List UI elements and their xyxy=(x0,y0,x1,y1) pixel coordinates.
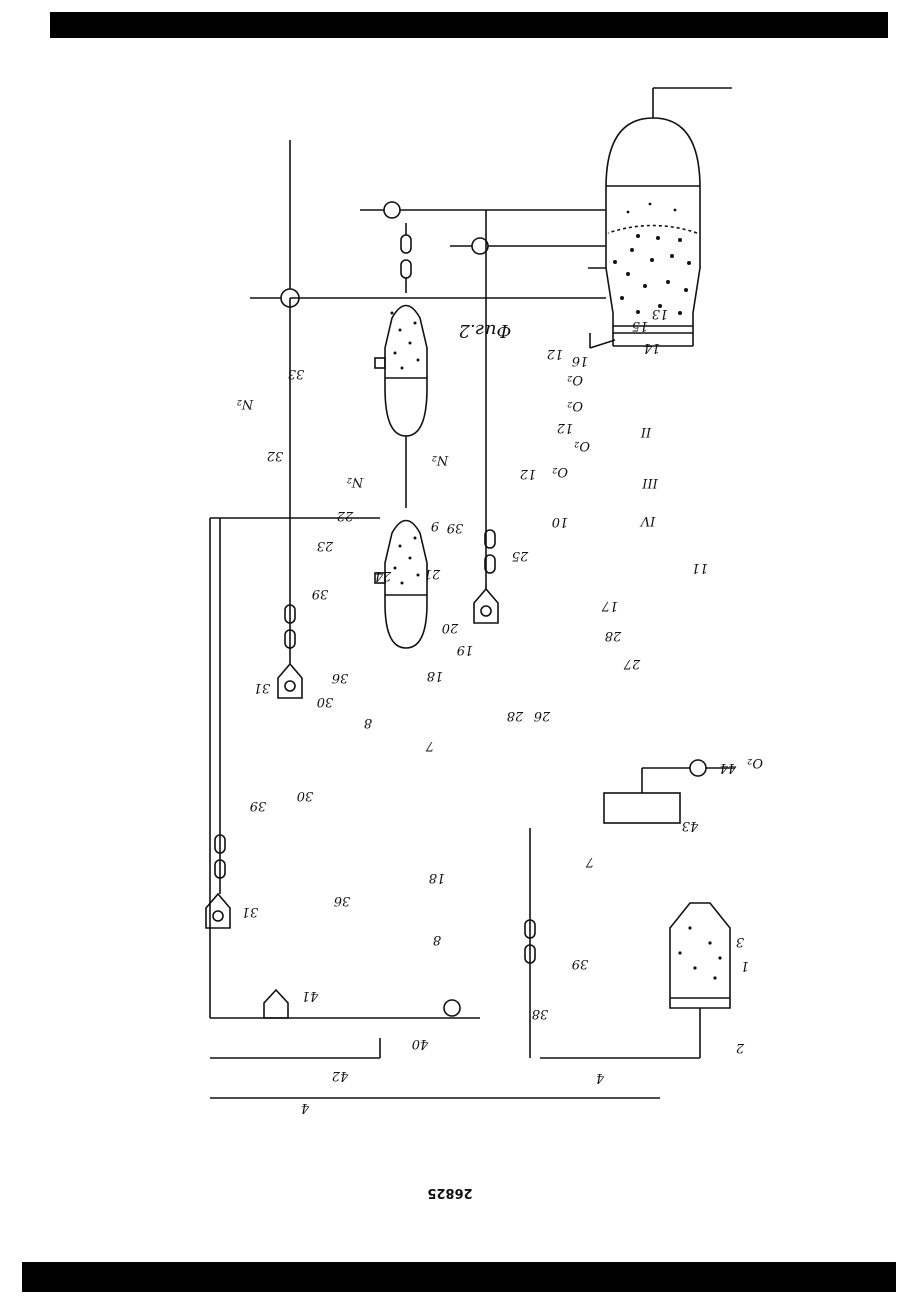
label-30b: 30 xyxy=(297,788,314,803)
compressor-44 xyxy=(690,760,706,776)
label-21: 21 xyxy=(424,566,442,581)
label-7a: 7 xyxy=(425,738,434,753)
label-43: 43 xyxy=(682,818,700,833)
label-n2c: N₂ xyxy=(237,396,255,411)
separator-25 xyxy=(474,589,498,623)
label-33: 33 xyxy=(288,366,305,381)
label-o2d: O₂ xyxy=(552,464,568,479)
label-n2a: N₂ xyxy=(432,452,450,467)
bottom-scan-border xyxy=(22,1262,896,1292)
label-36a: 36 xyxy=(332,670,349,685)
label-40: 40 xyxy=(412,1036,430,1051)
label-31b: 31 xyxy=(242,904,259,919)
mixer-43 xyxy=(604,793,680,823)
figure-label: Фиг.2 xyxy=(459,320,512,341)
label-8a: 8 xyxy=(364,715,372,730)
label-36b: 36 xyxy=(334,893,351,908)
vessel-18-upper xyxy=(375,306,427,437)
label-41: 41 xyxy=(302,988,320,1003)
label-39b: 39 xyxy=(312,586,329,601)
label-2: 2 xyxy=(736,1040,745,1055)
label-8b: 8 xyxy=(433,932,441,947)
catalyst-bed-dots xyxy=(613,203,691,315)
vessel-18-lower xyxy=(375,521,427,649)
label-18a: 18 xyxy=(427,668,444,683)
label-30a: 30 xyxy=(317,694,334,709)
zone-4: IV xyxy=(639,513,656,528)
label-7b: 7 xyxy=(585,854,594,869)
label-1: 1 xyxy=(741,958,749,973)
label-n2b: N₂ xyxy=(347,474,365,489)
feed-vessel-1 xyxy=(670,903,730,1008)
label-9: 9 xyxy=(431,518,439,533)
label-4a: 4 xyxy=(596,1070,605,1085)
label-27: 27 xyxy=(623,656,641,671)
label-12a: 12 xyxy=(547,346,564,361)
label-44: 44 xyxy=(720,760,738,775)
label-39d: 39 xyxy=(572,956,589,971)
label-o2c: O₂ xyxy=(574,438,590,453)
label-18b: 18 xyxy=(429,870,446,885)
separator-41 xyxy=(264,990,288,1018)
label-28a: 28 xyxy=(605,628,623,643)
label-24: 24 xyxy=(375,568,393,583)
label-42: 42 xyxy=(332,1068,350,1083)
label-31a: 31 xyxy=(254,680,271,695)
pump-40 xyxy=(444,1000,460,1016)
label-26: 26 xyxy=(534,708,552,723)
label-14: 14 xyxy=(644,340,661,355)
label-13: 13 xyxy=(652,306,669,321)
label-32: 32 xyxy=(267,448,284,463)
label-19: 19 xyxy=(457,642,474,657)
top-scan-border xyxy=(50,12,888,38)
label-o2b: O₂ xyxy=(567,398,583,413)
label-39a: 39 xyxy=(447,520,464,535)
page-number: 26825 xyxy=(427,1185,472,1200)
separator-31-upper xyxy=(278,664,302,698)
label-15: 15 xyxy=(632,318,649,333)
label-11: 11 xyxy=(692,560,709,575)
label-10: 10 xyxy=(552,514,569,529)
label-38: 38 xyxy=(532,1006,549,1021)
label-4b: 4 xyxy=(301,1100,310,1115)
label-28b: 28 xyxy=(507,708,525,723)
label-12c: 12 xyxy=(520,466,537,481)
label-o2a: O₂ xyxy=(567,372,583,387)
label-3: 3 xyxy=(736,934,744,949)
label-o2e: O₂ xyxy=(747,755,763,770)
label-25: 25 xyxy=(512,548,530,563)
label-17: 17 xyxy=(601,598,618,613)
label-22: 22 xyxy=(337,508,355,523)
label-16: 16 xyxy=(572,353,589,368)
label-20: 20 xyxy=(442,620,460,635)
label-12b: 12 xyxy=(557,420,574,435)
label-23: 23 xyxy=(317,538,335,553)
zone-3: III xyxy=(641,475,658,490)
zone-2: II xyxy=(640,424,652,439)
label-39c: 39 xyxy=(250,798,267,813)
